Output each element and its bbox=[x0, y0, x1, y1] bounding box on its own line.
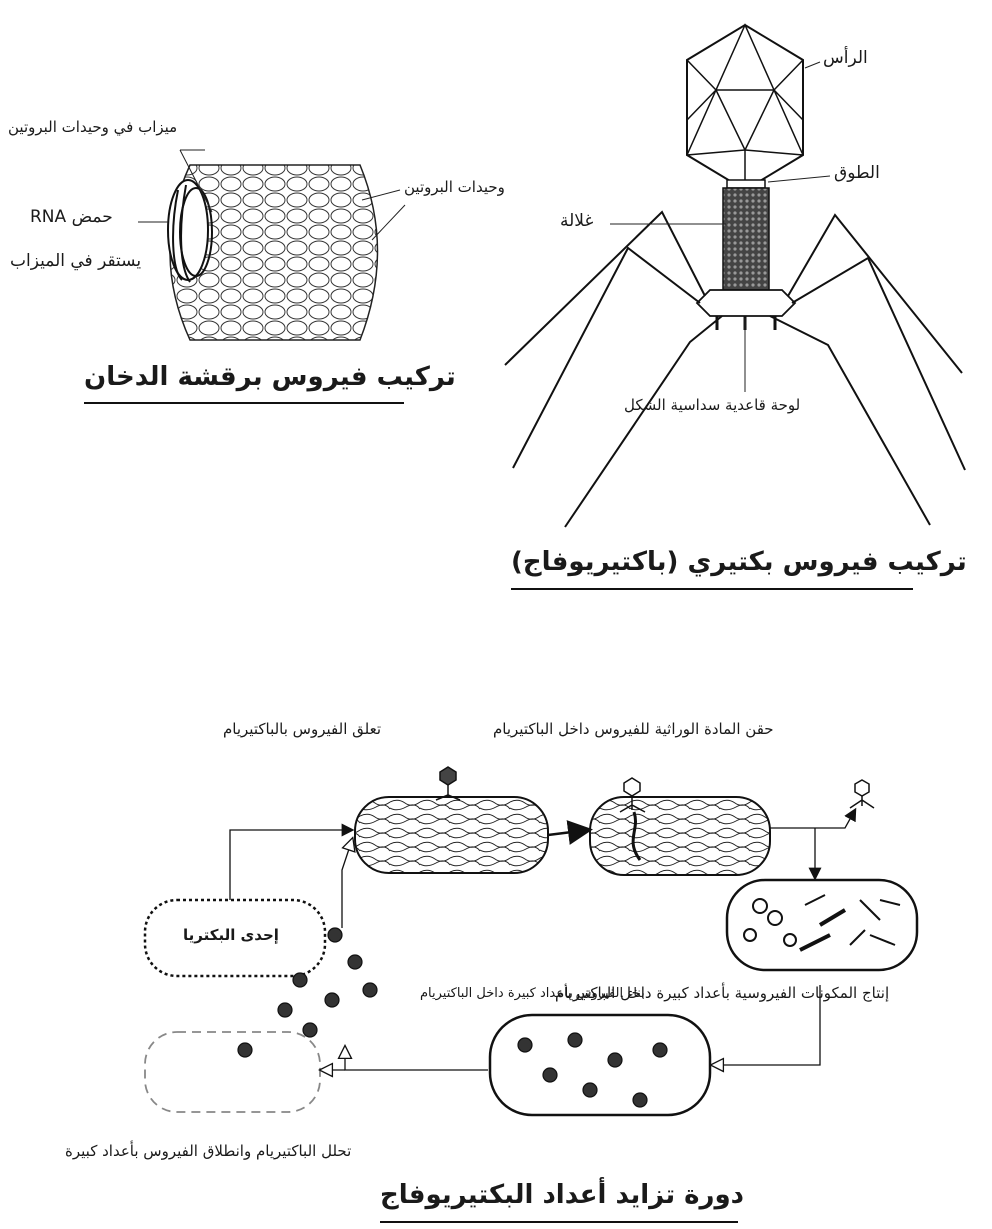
cycle-title-underline bbox=[380, 1221, 738, 1223]
cycle-assemble-label: بناء الفيروس بأعداد كبيرة داخل الباكتيري… bbox=[420, 986, 645, 1001]
tmv-groove-label: ميزاب في وحيدات البروتين bbox=[8, 118, 177, 136]
cycle-attach-label: تعلق الفيروس بالباكتيريام bbox=[223, 720, 381, 738]
tmv-drawing bbox=[138, 150, 405, 340]
phage-drawing bbox=[505, 25, 965, 527]
cycle-bacterium-label: إحدى البكتريا bbox=[183, 926, 279, 944]
cycle-lysis-label: تحلل الباكتيريام وانطلاق الفيروس بأعداد … bbox=[65, 1142, 351, 1160]
tmv-rna-label: حمض RNA bbox=[30, 207, 113, 227]
phage-collar-label: الطوق bbox=[834, 163, 880, 183]
tmv-subunits-label: وحيدات البروتين bbox=[404, 178, 505, 196]
tmv-title-underline bbox=[84, 402, 404, 404]
phage-title: تركيب فيروس بكتيري (باكتيريوفاج) bbox=[511, 547, 967, 577]
cycle-inject-label: حقن المادة الوراثية للفيروس داخل الباكتي… bbox=[493, 720, 774, 738]
phage-baseplate-label: لوحة قاعدية سداسية الشكل bbox=[624, 396, 800, 414]
cycle-title: دورة تزايد أعداد البكتيريوفاج bbox=[380, 1180, 744, 1210]
tmv-title: تركيب فيروس برقشة الدخان bbox=[84, 362, 456, 392]
phage-sheath-label: غلالة bbox=[560, 211, 593, 231]
phage-head-label: الرأس bbox=[823, 48, 868, 68]
phage-title-underline bbox=[511, 588, 913, 590]
tmv-rna-sub-label: يستقر في الميزاب bbox=[10, 251, 141, 271]
